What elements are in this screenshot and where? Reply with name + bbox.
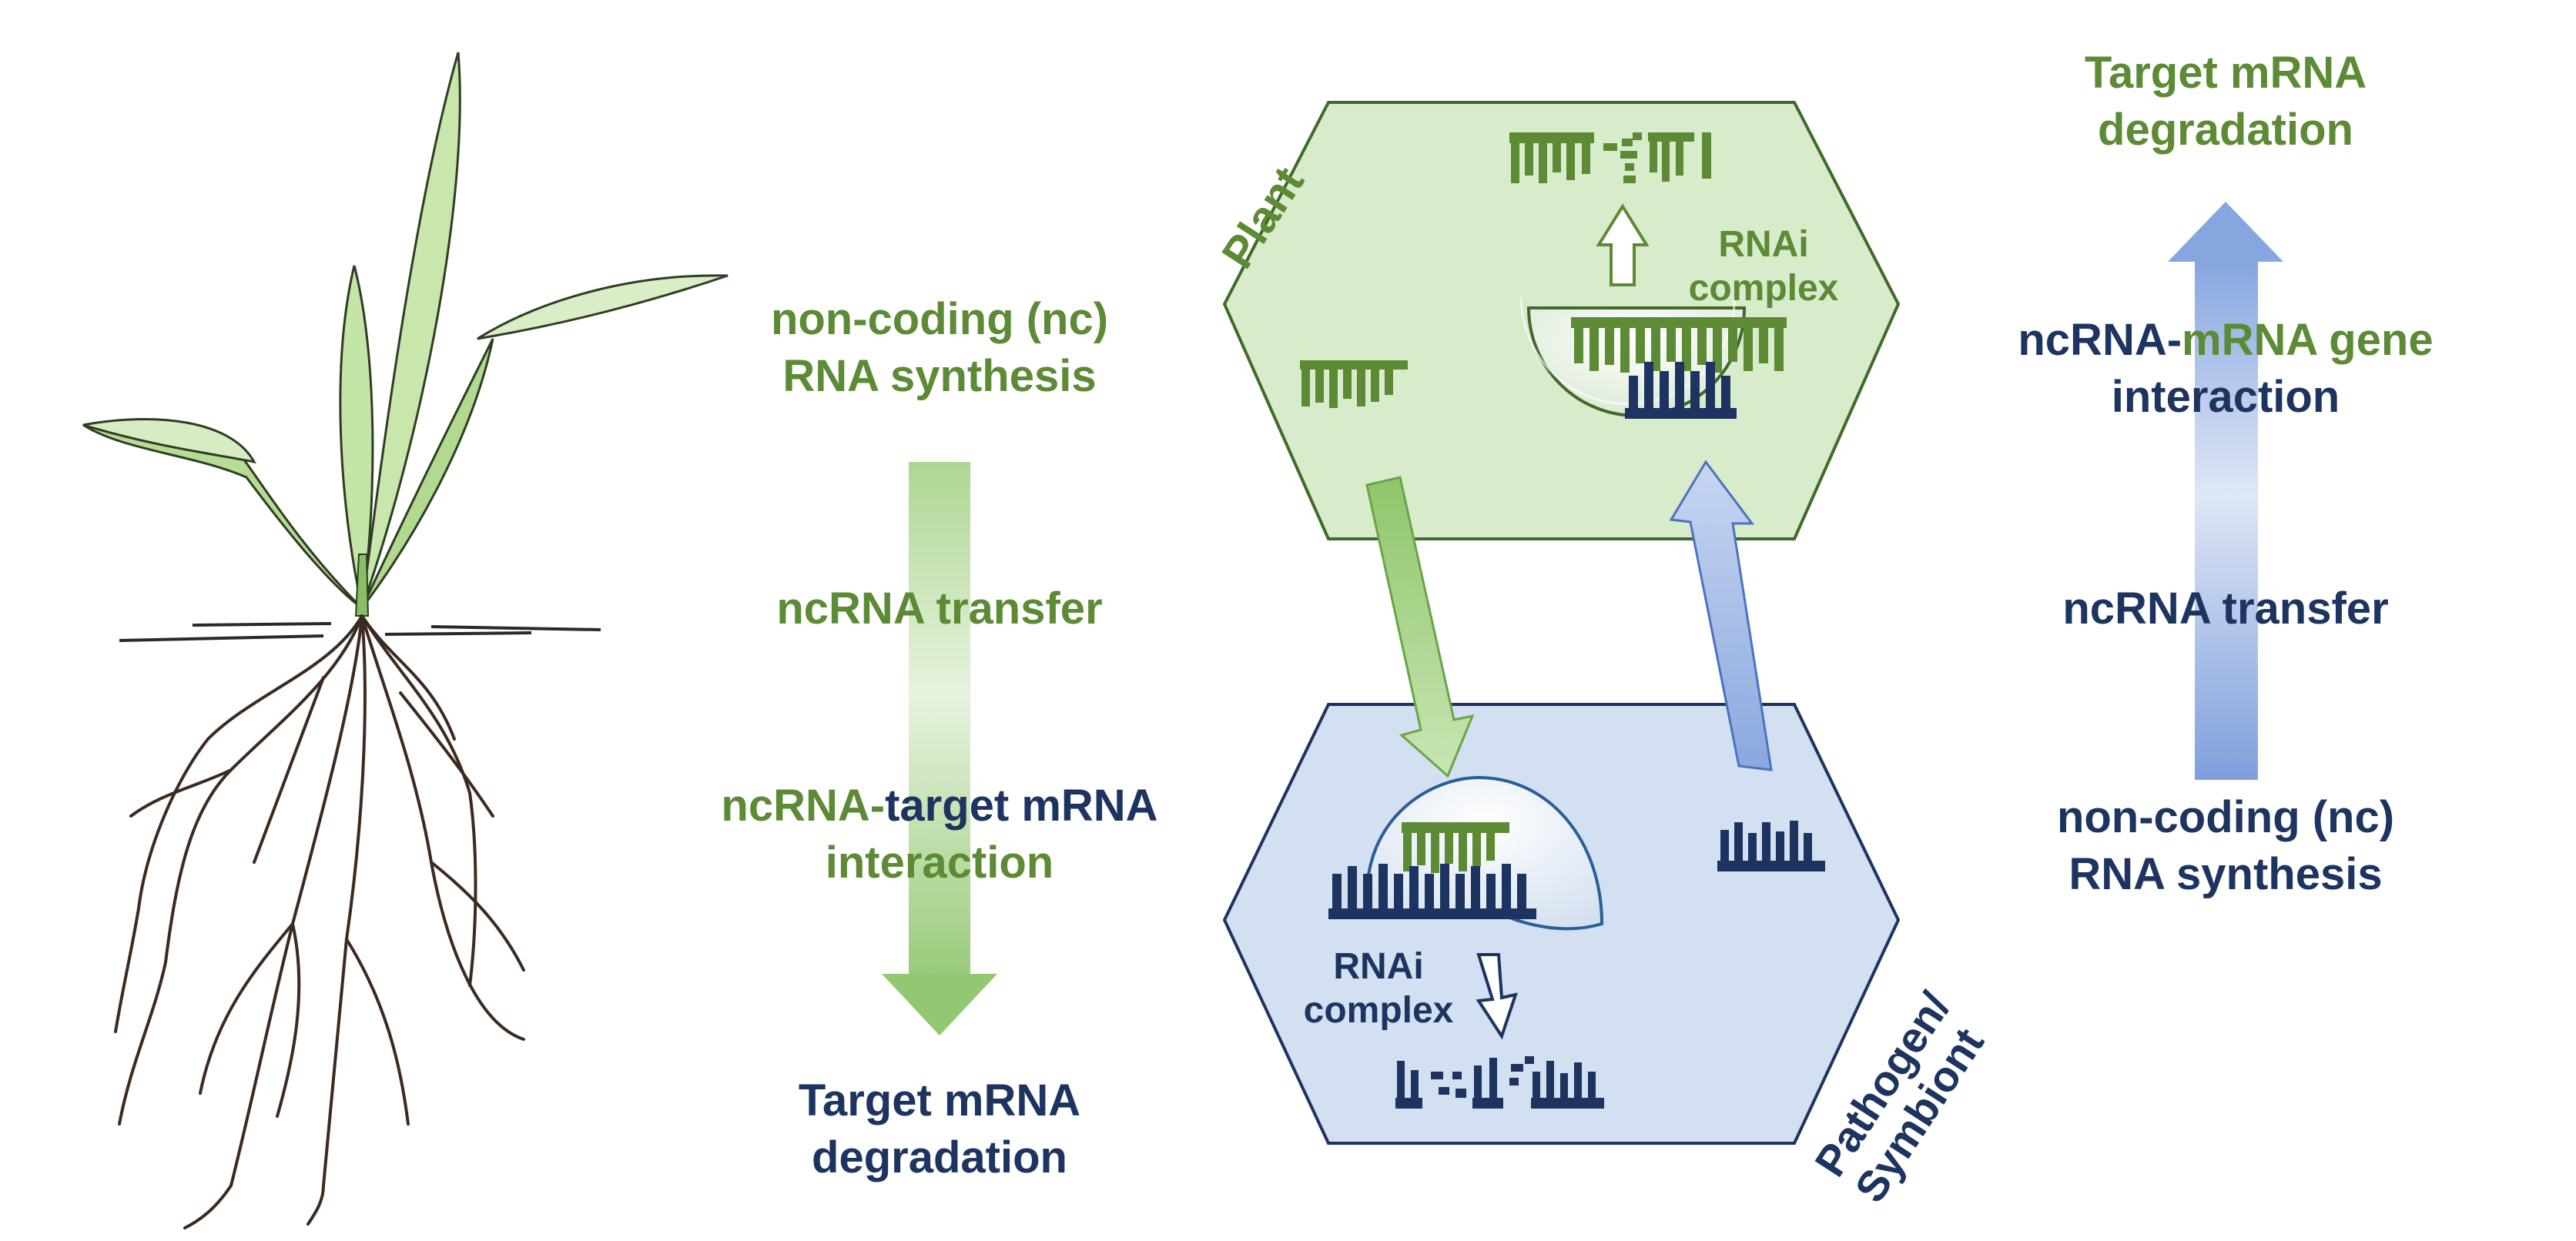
left-interaction-line2: interaction — [825, 837, 1054, 888]
right-interaction-label: ncRNA-mRNA gene interaction — [1956, 312, 2495, 425]
left-interaction-part-b: target mRNA — [885, 781, 1158, 831]
pathogen-ncrna-free — [1717, 821, 1825, 871]
right-synthesis-label: non-coding (nc) RNA synthesis — [1995, 789, 2457, 902]
gradient-up-arrow-icon — [2168, 202, 2283, 780]
pathogen-cell — [1222, 703, 1901, 1145]
gradient-down-arrow-icon — [882, 462, 997, 1035]
left-transfer-text: ncRNA transfer — [776, 584, 1103, 634]
pathogen-complex-mrna — [1328, 864, 1536, 919]
plant-cell — [1222, 101, 1901, 540]
right-interaction-line2: interaction — [2111, 371, 2340, 422]
plant-complex-mrna — [1571, 317, 1787, 373]
right-synthesis-line1: non-coding (nc) — [2056, 792, 2395, 842]
plant-to-pathogen-arrow — [1365, 476, 1475, 778]
right-degradation-line1: Target mRNA — [2084, 48, 2367, 98]
left-interaction-label: ncRNA-target mRNA interaction — [670, 778, 1209, 891]
left-degradation-line1: Target mRNA — [798, 1075, 1081, 1126]
up-arrow-head — [2168, 202, 2283, 262]
left-transfer-label: ncRNA transfer — [708, 580, 1171, 637]
plant-with-roots-icon — [82, 52, 729, 1229]
right-synthesis-line2: RNA synthesis — [2069, 848, 2383, 899]
left-degradation-label: Target mRNA degradation — [708, 1072, 1171, 1186]
right-interaction-part-b: mRNA gene — [2182, 315, 2434, 365]
stem — [354, 554, 370, 617]
left-synthesis-line2: RNA synthesis — [782, 350, 1097, 401]
down-arrow-shaft — [909, 462, 970, 978]
plant-degraded-mrna — [1509, 132, 1711, 183]
pathogen-complex-ncrna — [1402, 822, 1509, 873]
roots — [114, 614, 525, 1229]
pathogen-to-plant-arrow — [1669, 460, 1773, 771]
pathogen-complex-line1: RNAi — [1333, 946, 1424, 987]
plant-complex-label: RNAi complex — [1663, 223, 1864, 310]
plant-ncrna-free — [1300, 360, 1408, 408]
up-arrow-shaft — [2195, 260, 2258, 780]
pathogen-complex-line2: complex — [1303, 989, 1454, 1031]
right-transfer-text: ncRNA transfer — [2062, 584, 2389, 634]
plant-complex-line1: RNAi — [1718, 224, 1809, 265]
leaf-right-upper — [477, 274, 729, 340]
left-degradation-line2: degradation — [812, 1132, 1067, 1182]
right-degradation-line2: degradation — [2098, 104, 2353, 155]
leaf-right-lower — [360, 338, 494, 609]
left-interaction-part-a: ncRNA- — [721, 781, 886, 831]
leaf-left-outer — [82, 417, 256, 464]
pathogen-degraded-mrna — [1395, 1056, 1604, 1109]
down-arrow-head — [882, 974, 997, 1035]
right-interaction-part-a: ncRNA- — [2018, 315, 2182, 365]
right-transfer-label: ncRNA transfer — [1995, 580, 2457, 637]
left-synthesis-line1: non-coding (nc) — [770, 294, 1109, 344]
leaf-mid-left — [339, 265, 374, 609]
pathogen-hollow-down-arrow-icon — [1476, 953, 1519, 1040]
plant-complex-ncrna — [1625, 362, 1737, 419]
plant-hollow-up-arrow-icon — [1596, 203, 1650, 286]
right-degradation-label: Target mRNA degradation — [1995, 45, 2457, 158]
plant-complex-line2: complex — [1688, 267, 1839, 309]
leaf-tall — [360, 52, 461, 609]
pathogen-complex-label: RNAi complex — [1278, 945, 1479, 1032]
soil-line — [119, 622, 601, 642]
left-synthesis-label: non-coding (nc) RNA synthesis — [708, 291, 1171, 404]
